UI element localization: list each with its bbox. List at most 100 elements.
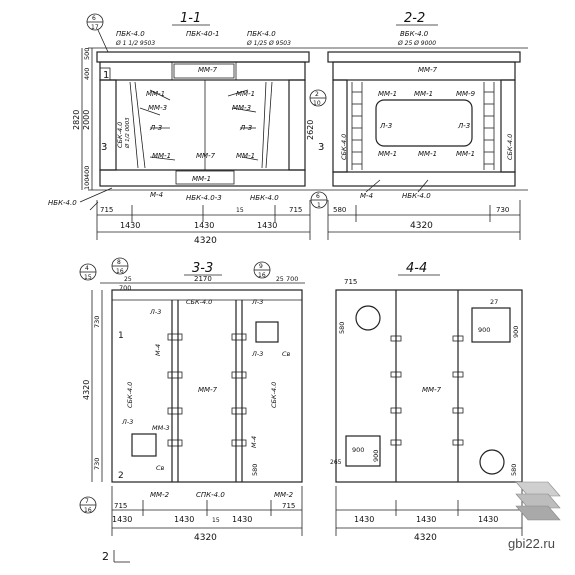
dim-b1: 580 [333, 206, 346, 214]
callout-1-bot: 17 [91, 24, 99, 31]
label-mm1-c: ММ-1 [378, 150, 397, 158]
callout-c3-bot: 16 [258, 272, 266, 279]
label-num-3: 3 [318, 142, 324, 153]
dim-b3: 1430 [416, 515, 436, 524]
label-sbk-b: Ø 1/2 0003 [124, 117, 131, 149]
dim-715: 715 [344, 278, 357, 286]
label-sv-2: Св [156, 464, 165, 472]
section-title: 2-2 [404, 11, 425, 26]
dim-700b: 700 [286, 275, 298, 283]
label-nbk-2: НБК-4.0 [250, 194, 279, 202]
dim-v4: 580 [251, 464, 259, 476]
label-m4: М-4 [150, 191, 163, 199]
dim-27: 27 [490, 298, 498, 306]
dim-total: 4320 [194, 236, 217, 246]
dim-2170: 2170 [194, 275, 212, 283]
callout-c2-top: 8 [117, 259, 121, 266]
label-top-1b: Ø 1 1/2 9503 [115, 40, 155, 47]
footer-number: 2 [102, 550, 109, 563]
callout-c4-bot: 16 [84, 507, 92, 514]
dim-v2: 4320 [82, 380, 91, 400]
dim-total: 4320 [410, 221, 433, 231]
dim-700a: 700 [119, 284, 131, 292]
label-l3-b: Л-3 [239, 124, 252, 132]
callout-c1-bot: 15 [84, 274, 92, 281]
label-sbk-right: СБК-4.0 [506, 134, 514, 160]
dim-25a: 25 [124, 276, 132, 283]
callout-3-top: 6 [316, 193, 320, 200]
label-sv-1: Св [282, 350, 291, 358]
label-num-1: 1 [103, 70, 109, 81]
dim-b1: 715 [114, 502, 127, 510]
section-3-3: 3-3 4 15 8 16 9 [79, 257, 305, 543]
dim-580: 580 [338, 322, 346, 334]
label-top-1: ВБК-4.0 [400, 30, 429, 38]
label-top-2: Ø 25 Ø 9000 [397, 40, 436, 47]
section-title: 4-4 [406, 261, 427, 276]
dim-b6: 15 [212, 517, 220, 524]
label-mm7-bot: ММ-7 [196, 152, 216, 160]
dim-h6: 100 [83, 178, 91, 190]
dim-b3: 1430 [194, 221, 214, 230]
dim-900c: 900 [352, 446, 364, 454]
label-m4-b: М-4 [250, 436, 258, 448]
dim-b2: 730 [496, 206, 509, 214]
dim-h2: 400 [83, 68, 91, 80]
label-l3-d: Л-3 [121, 418, 133, 426]
clips [390, 335, 464, 446]
dim-b4: 1430 [232, 515, 252, 524]
dim-b2: 1430 [112, 515, 132, 524]
label-nbk-left: НБК-4.0 [48, 199, 77, 207]
dim-h4: 2000 [82, 110, 91, 130]
label-sbk-top: СБК-4.0 [186, 298, 212, 306]
callout-c1-top: 4 [85, 265, 89, 272]
dim-b2: 1430 [120, 221, 140, 230]
watermark-text: gbi22.ru [508, 536, 555, 551]
dim-b4: 1430 [257, 221, 277, 230]
dim-b3: 1430 [174, 515, 194, 524]
label-l3-a: Л-3 [379, 122, 392, 130]
label-mm7: ММ-7 [418, 66, 438, 74]
label-mm2-a: ММ-2 [150, 491, 170, 499]
callout-2-bot: 10 [313, 100, 321, 107]
label-l3-a: Л-3 [149, 124, 162, 132]
callout-2-top: 2 [315, 91, 319, 98]
dim-total: 4320 [194, 533, 217, 543]
dim-b5: 715 [289, 206, 302, 214]
dim-25b: 25 [276, 276, 284, 283]
callout-c3-top: 9 [259, 263, 263, 270]
label-top-1: ПБК-4.0 [116, 30, 145, 38]
label-mm1-e: ММ-1 [192, 175, 211, 183]
label-l3-b: Л-3 [251, 298, 263, 306]
label-sbk: СБК-4.0 [116, 122, 124, 148]
section-1-1: 1-1 ПБК-4.0 Ø 1 1/2 9503 ПБК-40 [48, 11, 328, 246]
label-top-2: ПБК-40-1 [186, 30, 219, 38]
dim-b2: 1430 [354, 515, 374, 524]
label-mm1-c: ММ-1 [152, 152, 171, 160]
dim-v1: 730 [93, 316, 101, 328]
dim-265: 265 [330, 459, 342, 466]
dim-b5: 715 [282, 502, 295, 510]
label-mm7: ММ-7 [422, 386, 442, 394]
section-2-2: 2-2 [318, 11, 528, 240]
label-l3-b: Л-3 [457, 122, 470, 130]
label-m4-a: М-4 [154, 344, 162, 356]
dim-b4: 1430 [478, 515, 498, 524]
dim-b1: 715 [100, 206, 113, 214]
section-4-4: 4-4 715 580 900 900 900 900 265 27 ММ-7 … [330, 261, 523, 543]
dim-v3: 730 [93, 458, 101, 470]
dim-900a: 900 [478, 326, 490, 334]
watermark-logo: gbi22.ru [508, 481, 561, 551]
dim-total: 4320 [414, 533, 437, 543]
dim-580b: 580 [510, 464, 518, 476]
label-num-3: 3 [101, 142, 107, 153]
callout-3-bot: 1 [317, 202, 321, 209]
label-mm1-a: ММ-1 [146, 90, 165, 98]
label-mm3: ММ-3 [152, 424, 170, 432]
label-m4: М-4 [360, 192, 373, 200]
label-l3-c: Л-3 [251, 350, 263, 358]
label-mm1-b: ММ-1 [236, 90, 255, 98]
label-mm3-b: ММ-3 [232, 104, 251, 112]
label-sbk-right: СБК-4.0 [270, 382, 278, 408]
